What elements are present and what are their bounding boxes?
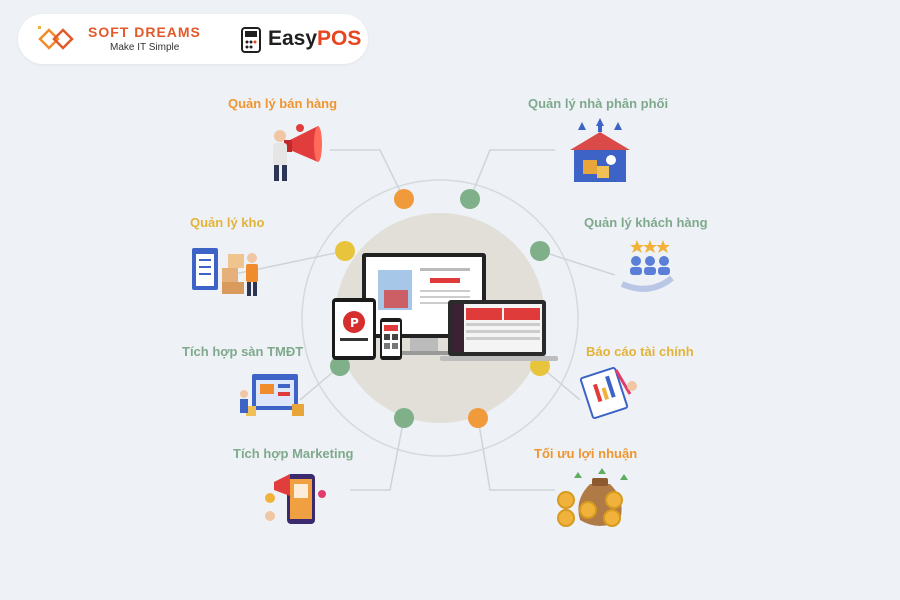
- node-quan-ly-ban-hang: [394, 189, 414, 209]
- easypos-name: EasyPOS: [268, 27, 361, 51]
- label-quan-ly-ban-hang: Quản lý bán hàng: [228, 96, 338, 111]
- svg-text:P: P: [350, 316, 359, 330]
- label-quan-ly-khach-hang: Quản lý khách hàng: [584, 215, 708, 230]
- label-tich-hop-san-tmdt: Tích hợp sàn TMĐT: [182, 344, 304, 359]
- node-toi-uu-loi-nhuan: [468, 408, 488, 428]
- megaphone-icon: [273, 124, 322, 181]
- label-tich-hop-marketing: Tích hợp Marketing: [233, 446, 354, 461]
- warehouse-icon: [570, 118, 630, 182]
- node-quan-ly-khach-hang: [530, 241, 550, 261]
- orbit-ring: [301, 179, 579, 457]
- report-icon: [579, 366, 637, 420]
- ecommerce-icon: [240, 374, 304, 416]
- money-bag-icon: [557, 468, 628, 527]
- node-quan-ly-nha-phan-phoi: [460, 189, 480, 209]
- inventory-icon: [192, 248, 258, 296]
- label-quan-ly-nha-phan-phoi: Quản lý nhà phân phối: [528, 96, 669, 111]
- connector-lines: [229, 149, 616, 491]
- softdreams-logo-icon: [38, 26, 74, 50]
- easypos-logo-icon: [241, 27, 261, 53]
- device-mockup: P: [332, 253, 558, 361]
- node-tich-hop-marketing: [394, 408, 414, 428]
- node-tich-hop-san-tmdt: [330, 356, 350, 376]
- label-bao-cao-tai-chinh: Báo cáo tài chính: [586, 344, 694, 359]
- easypos-name-pos: POS: [317, 27, 362, 50]
- softdreams-name: SOFT DREAMS: [88, 24, 201, 40]
- softdreams-tagline: Make IT Simple: [110, 42, 180, 53]
- easypos-name-easy: Easy: [268, 27, 318, 50]
- brand-header: SOFT DREAMS Make IT Simple EasyPOS: [18, 14, 368, 64]
- customers-icon: [620, 240, 674, 292]
- marketing-phone-icon: [265, 474, 326, 524]
- node-quan-ly-kho: [335, 241, 355, 261]
- label-quan-ly-kho: Quản lý kho: [190, 215, 265, 230]
- label-toi-uu-loi-nhuan: Tối ưu lợi nhuận: [534, 446, 638, 461]
- feature-nodes: [330, 189, 550, 428]
